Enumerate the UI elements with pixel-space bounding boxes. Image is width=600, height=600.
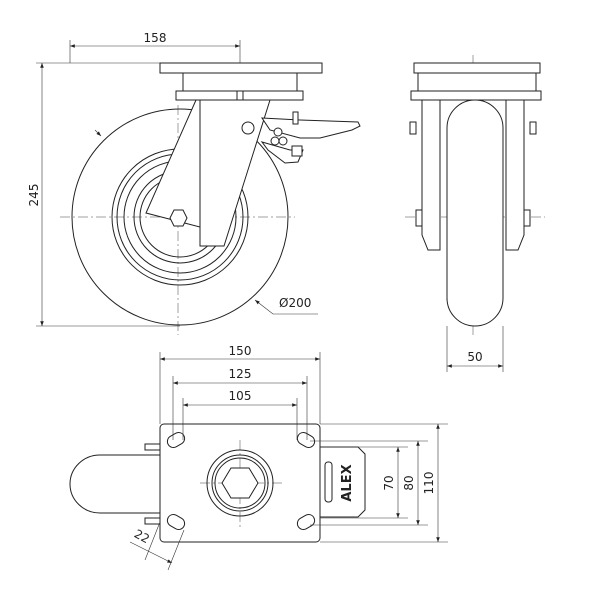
dim-125: 125 xyxy=(229,367,252,381)
kingpin-nut xyxy=(221,467,259,499)
wheel-tire-outline xyxy=(71,108,289,326)
brake-brand-label: ALEX xyxy=(340,464,355,501)
brake-assembly xyxy=(260,111,361,164)
dim-22: 22 xyxy=(132,527,152,547)
dim-158: 158 xyxy=(144,31,167,45)
dim-245: 245 xyxy=(27,184,41,207)
dim-80: 80 xyxy=(402,475,416,490)
dim-50: 50 xyxy=(467,350,482,364)
fork-leg xyxy=(145,99,271,247)
dim-150: 150 xyxy=(229,344,252,358)
side-wheel xyxy=(446,99,504,327)
dim-70: 70 xyxy=(382,475,396,490)
front-view: 158 245 Ø200 xyxy=(27,31,361,335)
dim-105: 105 xyxy=(229,389,252,403)
top-view-wheel xyxy=(69,454,161,514)
top-view: ALEX 150 125 105 110 8 xyxy=(69,344,448,571)
side-view: 50 xyxy=(405,55,545,372)
dim-110: 110 xyxy=(422,472,436,495)
dim-diameter-200: Ø200 xyxy=(279,296,311,310)
top-plate xyxy=(159,62,323,74)
axle-nut xyxy=(169,209,188,227)
